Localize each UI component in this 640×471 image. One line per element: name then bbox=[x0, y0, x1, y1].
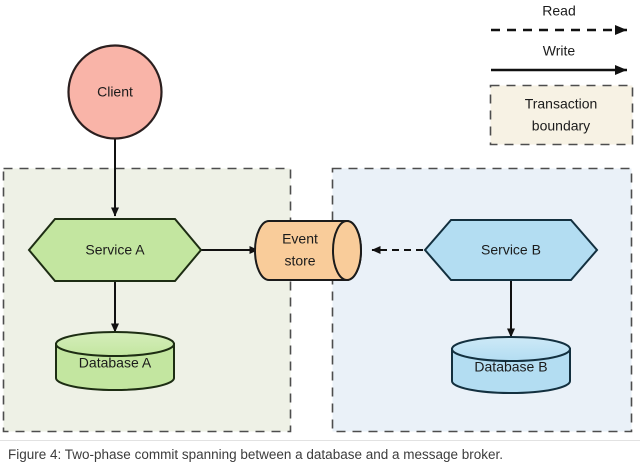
node-client[interactable]: Client bbox=[67, 44, 163, 140]
legend-boundary-label-line1: Transaction bbox=[525, 96, 598, 112]
figure-caption: Figure 4: Two-phase commit spanning betw… bbox=[8, 447, 504, 462]
node-client-label: Client bbox=[97, 84, 133, 100]
caption-bar: Figure 4: Two-phase commit spanning betw… bbox=[0, 440, 640, 471]
node-event-store-label-line2: store bbox=[284, 253, 315, 269]
architecture-diagram: Client Service A Event store Service B D… bbox=[2, 3, 634, 433]
legend-write-label: Write bbox=[543, 43, 576, 59]
node-database-a-label: Database A bbox=[79, 355, 152, 371]
legend-boundary-label-line2: boundary bbox=[532, 118, 590, 134]
node-database-b-label: Database B bbox=[474, 359, 547, 375]
legend: Read Write Transaction boundary bbox=[489, 3, 634, 146]
node-service-a[interactable]: Service A bbox=[27, 218, 203, 282]
node-event-store-label-line1: Event bbox=[282, 231, 318, 247]
node-database-a[interactable]: Database A bbox=[55, 331, 175, 391]
node-service-a-label: Service A bbox=[85, 242, 145, 258]
node-database-b[interactable]: Database B bbox=[451, 336, 571, 394]
node-service-b-label: Service B bbox=[481, 242, 541, 258]
node-service-b[interactable]: Service B bbox=[423, 219, 599, 281]
transaction-boundary-left bbox=[2, 167, 292, 433]
node-event-store[interactable]: Event store bbox=[254, 220, 362, 281]
legend-transaction-boundary-swatch bbox=[489, 84, 634, 146]
legend-read-label: Read bbox=[542, 3, 575, 19]
